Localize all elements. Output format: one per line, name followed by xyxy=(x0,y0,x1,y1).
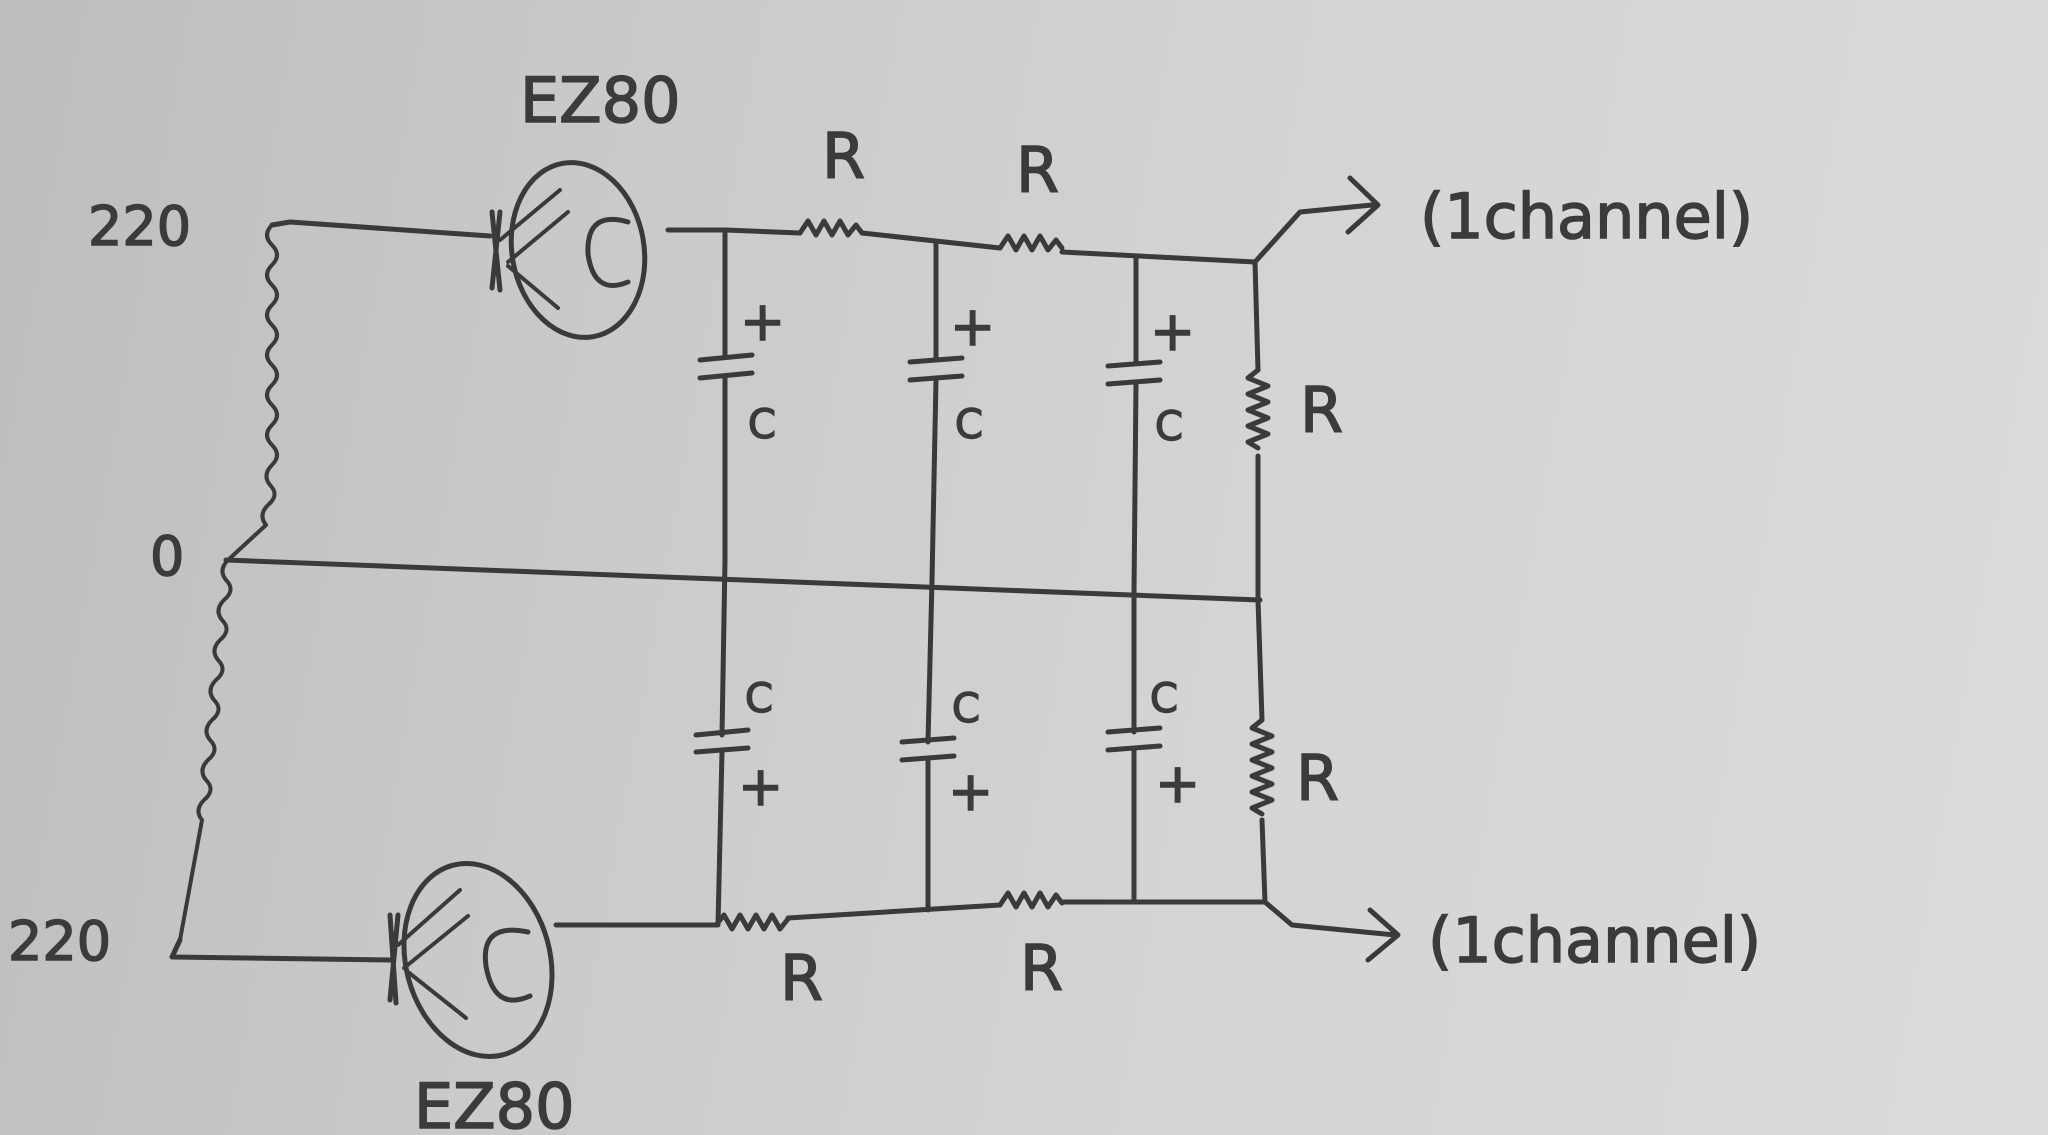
arrow-icon xyxy=(1252,175,1381,265)
capacitor-label: C xyxy=(952,686,980,732)
wire-center-tap xyxy=(223,557,1263,603)
plus-sign: + xyxy=(948,760,993,823)
voltage-label-bottom: 220 xyxy=(8,910,111,973)
plus-sign: + xyxy=(738,755,783,818)
resistor-icon xyxy=(1245,367,1271,451)
capacitor-label: C xyxy=(955,402,983,448)
capacitor-icon xyxy=(1105,359,1163,387)
tube-label-top: EZ80 xyxy=(520,64,681,137)
resistor-label: R xyxy=(780,942,823,1015)
arrow-icon xyxy=(1262,899,1401,963)
wire-bottom-input xyxy=(169,937,393,963)
plus-sign: + xyxy=(740,290,785,353)
resistor-label: R xyxy=(1300,374,1343,447)
output-label-top: (1channel) xyxy=(1420,180,1753,253)
wire-top-input xyxy=(269,219,493,239)
resistor-icon xyxy=(997,233,1065,253)
wire-top-rail xyxy=(665,227,803,236)
capacitor-icon xyxy=(1105,725,1163,753)
capacitor-icon xyxy=(899,735,957,763)
plus-sign: + xyxy=(1155,752,1200,815)
voltage-label-center: 0 xyxy=(150,525,184,588)
plus-sign: + xyxy=(950,295,995,358)
rectifier-tube-icon xyxy=(489,160,648,340)
capacitor-icon xyxy=(907,355,965,383)
resistor-icon xyxy=(997,890,1065,910)
rectifier-tube-icon xyxy=(387,861,555,1059)
resistor-icon xyxy=(713,912,791,932)
resistor-icon xyxy=(797,218,865,238)
transformer-coil-icon xyxy=(178,223,279,942)
capacitor-label: C xyxy=(1150,676,1178,722)
output-label-bottom: (1channel) xyxy=(1428,904,1761,977)
capacitor-icon xyxy=(697,352,755,381)
resistor-label: R xyxy=(1020,932,1063,1005)
resistor-label: R xyxy=(822,120,865,193)
plus-sign: + xyxy=(1150,300,1195,363)
capacitor-label: C xyxy=(1155,404,1183,450)
voltage-label-top: 220 xyxy=(88,195,191,258)
resistor-label: R xyxy=(1296,742,1339,815)
tube-label-bottom: EZ80 xyxy=(414,1070,575,1135)
resistor-label: R xyxy=(1016,134,1059,207)
capacitor-label: C xyxy=(748,402,776,448)
resistor-icon xyxy=(1249,717,1275,817)
capacitor-icon xyxy=(693,727,751,755)
capacitor-label: C xyxy=(745,676,773,722)
